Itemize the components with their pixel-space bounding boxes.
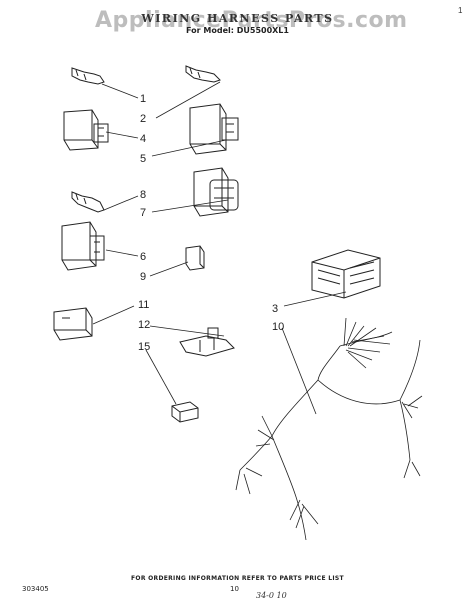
callout-3: 3 xyxy=(272,303,278,315)
corner-mark: 1 xyxy=(458,6,463,15)
part-housing-4[interactable] xyxy=(63,109,109,151)
callout-8: 8 xyxy=(140,189,146,201)
callout-labels: 1 2 3 4 5 6 7 8 9 10 11 12 15 xyxy=(138,93,284,353)
callout-4: 4 xyxy=(140,133,146,145)
part-housing-5[interactable] xyxy=(189,103,239,155)
callout-5: 5 xyxy=(140,153,146,165)
part-clip-9[interactable] xyxy=(185,245,205,271)
part-terminal-8[interactable] xyxy=(71,191,105,213)
callout-12: 12 xyxy=(138,319,150,331)
part-block-connector-3[interactable] xyxy=(311,249,381,299)
part-housing-7[interactable] xyxy=(193,167,239,217)
part-housing-11[interactable] xyxy=(53,307,93,341)
callout-15: 15 xyxy=(138,341,150,353)
callout-1: 1 xyxy=(140,93,146,105)
part-bracket-12[interactable] xyxy=(179,327,235,357)
callout-10: 10 xyxy=(272,321,284,333)
callout-9: 9 xyxy=(140,271,146,283)
callout-2: 2 xyxy=(140,113,146,125)
part-terminal-2[interactable] xyxy=(185,65,221,83)
page-title: WIRING HARNESS PARTS xyxy=(141,12,334,25)
ordering-note: FOR ORDERING INFORMATION REFER TO PARTS … xyxy=(131,575,344,582)
document-number: 303405 xyxy=(22,585,49,593)
callout-7: 7 xyxy=(140,207,146,219)
callout-6: 6 xyxy=(140,251,146,263)
part-housing-6[interactable] xyxy=(61,221,105,271)
page-number: 10 xyxy=(230,585,239,593)
callout-11: 11 xyxy=(138,299,149,311)
part-block-15[interactable] xyxy=(171,401,199,423)
model-subtitle: For Model: DU5500XL1 xyxy=(186,26,289,35)
leader-lines xyxy=(92,81,347,415)
part-wiring-harness-10[interactable] xyxy=(235,317,423,541)
part-terminal-1[interactable] xyxy=(71,67,105,85)
watermark: AppliancePartsPros.com xyxy=(95,8,408,33)
handwritten-note: 34-0 10 xyxy=(256,591,287,600)
